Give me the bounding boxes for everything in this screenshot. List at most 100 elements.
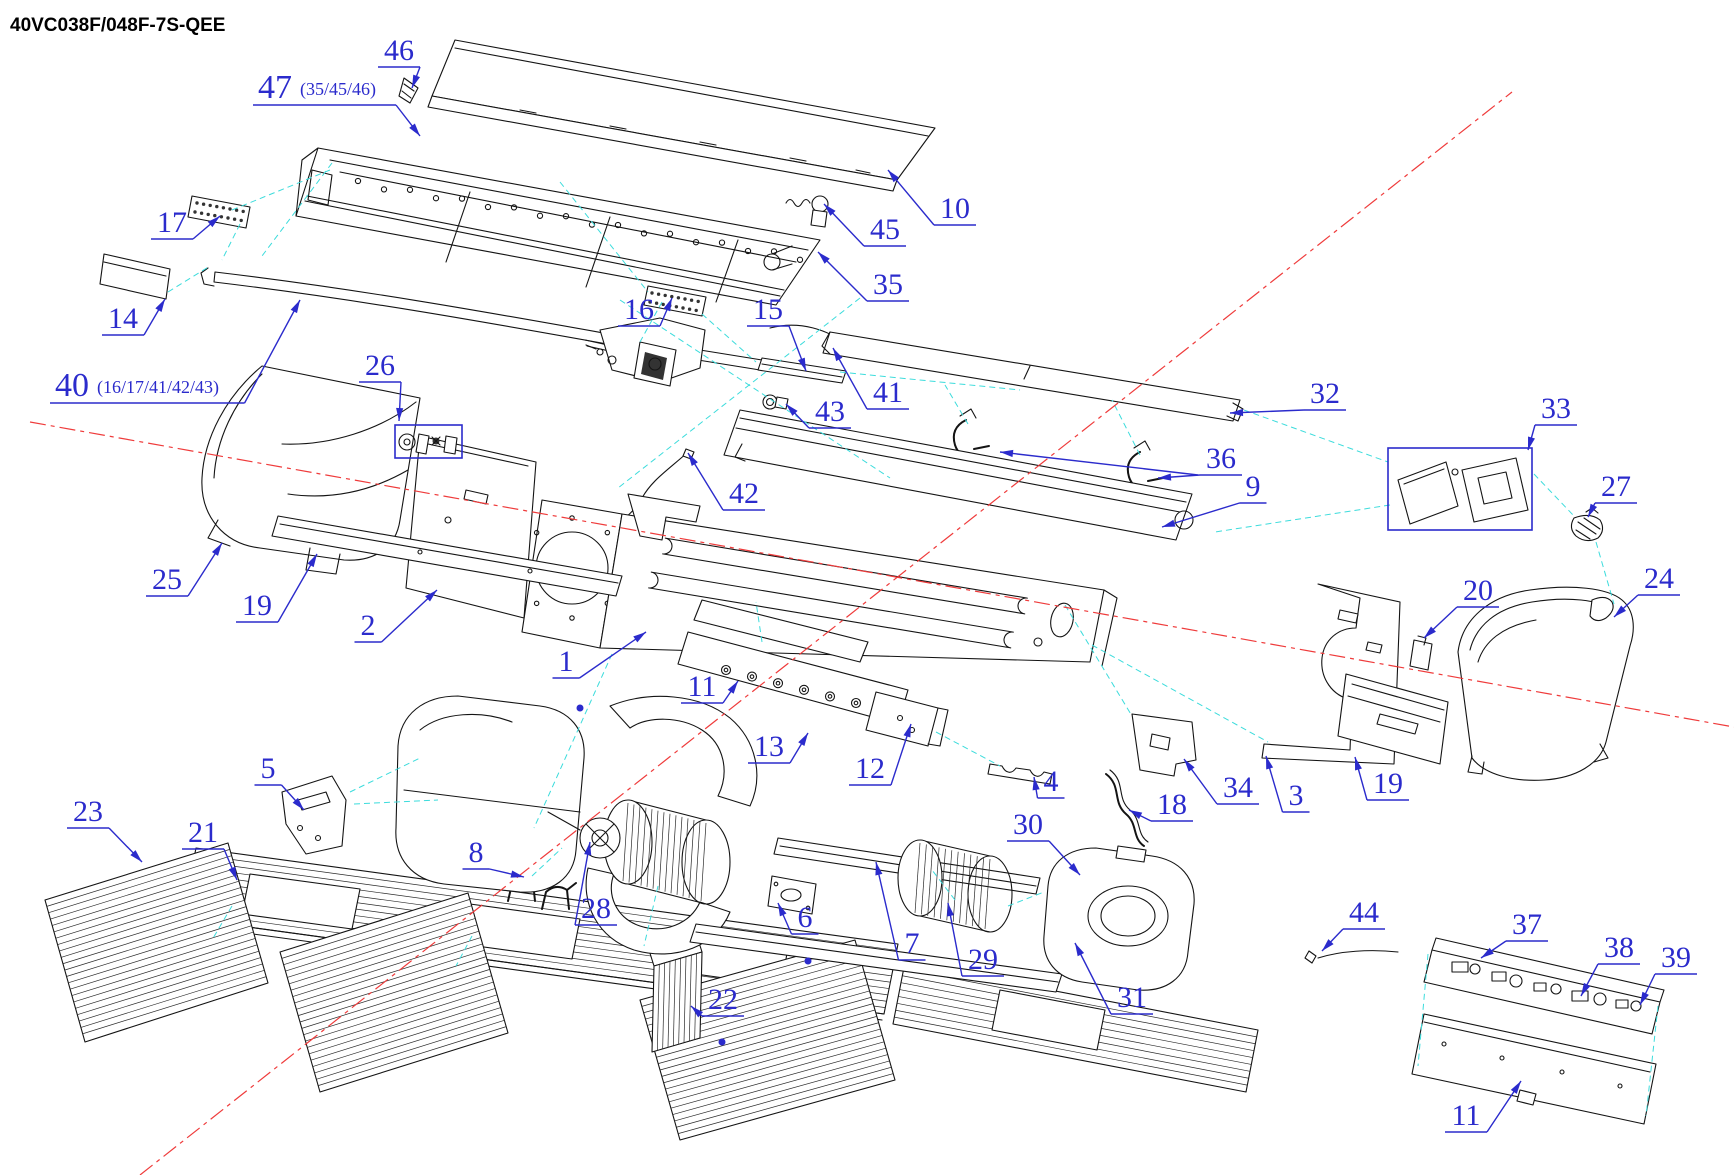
blower-housing-30-art — [1043, 845, 1195, 991]
callout-2: 2 — [354, 589, 438, 643]
inlet-grille-right-art — [892, 961, 1259, 1093]
svg-text:19: 19 — [1373, 767, 1403, 800]
svg-text:28: 28 — [581, 892, 611, 925]
callout-20: 20 — [1423, 574, 1499, 639]
clip-27-art — [1570, 507, 1604, 542]
callout-12: 12 — [849, 723, 912, 786]
cover-group-33-box — [1387, 447, 1533, 531]
heater-cover-11-art — [693, 599, 869, 663]
callout-43: 43 — [785, 395, 851, 429]
svg-text:23: 23 — [73, 795, 103, 828]
callout-29: 29 — [946, 902, 1004, 977]
svg-text:22: 22 — [708, 983, 738, 1016]
callout-19a: 19 — [236, 553, 318, 623]
svg-text:36: 36 — [1206, 442, 1236, 475]
callout-11b: 11 — [1445, 1080, 1522, 1133]
rail-19-right-art — [1337, 673, 1449, 765]
motor-plate-6-art — [767, 875, 817, 915]
callout-42: 42 — [687, 452, 765, 511]
centerlines — [29, 91, 1734, 1175]
callout-25: 25 — [146, 542, 223, 597]
svg-text:15: 15 — [753, 293, 783, 326]
clip-4-art — [987, 763, 1053, 785]
svg-text:40: 40 — [55, 367, 89, 404]
callout-15: 15 — [747, 293, 807, 372]
bracket-5-art — [281, 775, 347, 855]
support-channel-art — [689, 923, 1063, 993]
svg-text:45: 45 — [870, 213, 900, 246]
diagram-title: 40VC038F/048F-7S-QEE — [10, 15, 225, 36]
callout-21: 21 — [182, 816, 238, 881]
svg-text:12: 12 — [855, 752, 885, 785]
svg-text:1: 1 — [559, 645, 574, 678]
svg-text:13: 13 — [754, 730, 784, 763]
svg-text:17: 17 — [157, 206, 187, 239]
callout-6: 6 — [777, 901, 819, 935]
svg-text:8: 8 — [469, 836, 484, 869]
svg-text:42: 42 — [729, 477, 759, 510]
callout-27: 27 — [1587, 470, 1637, 518]
assembly-guide-lines — [167, 162, 1659, 1117]
svg-text:(16/17/41/42/43): (16/17/41/42/43) — [97, 377, 219, 398]
callout-36: 36 — [1157, 442, 1242, 481]
rail-19-left-art — [271, 515, 623, 597]
svg-text:39: 39 — [1661, 941, 1691, 974]
plate-14-art — [99, 253, 171, 300]
grille-strip-17-art — [187, 195, 251, 229]
callout-38: 38 — [1580, 931, 1640, 997]
svg-text:34: 34 — [1223, 771, 1253, 804]
svg-text:2: 2 — [361, 609, 376, 642]
svg-text:27: 27 — [1601, 470, 1631, 503]
top-cover-art — [427, 39, 936, 192]
stray-dot — [718, 1038, 726, 1046]
callout-14: 14 — [102, 298, 166, 336]
callout-40: 40 (16/17/41/42/43) — [50, 299, 301, 404]
svg-text:30: 30 — [1013, 808, 1043, 841]
callout-11a: 11 — [681, 670, 739, 704]
callout-32: 32 — [1229, 377, 1346, 417]
vane-9-art — [723, 409, 1194, 541]
bracket-34-art — [1131, 713, 1197, 777]
damper-actuator-art — [785, 195, 829, 228]
callout-31: 31 — [1074, 942, 1153, 1015]
callout-1: 1 — [552, 631, 647, 679]
svg-text:41: 41 — [873, 376, 903, 409]
callout-23: 23 — [67, 795, 143, 863]
callout-37: 37 — [1480, 908, 1548, 959]
callout-7: 7 — [875, 861, 926, 961]
callout-3: 3 — [1265, 755, 1310, 813]
svg-text:(35/45/46): (35/45/46) — [300, 79, 376, 100]
svg-text:44: 44 — [1349, 896, 1379, 929]
callout-33: 33 — [1527, 392, 1577, 451]
callout-41: 41 — [832, 347, 909, 410]
vane-15-art — [757, 357, 847, 384]
stray-dot — [804, 957, 812, 965]
callout-17: 17 — [151, 206, 221, 240]
svg-text:4: 4 — [1044, 765, 1059, 798]
damper-motor-assembly-art — [584, 317, 706, 387]
callout-35: 35 — [817, 251, 909, 302]
callout-26: 26 — [359, 349, 404, 422]
svg-text:10: 10 — [940, 192, 970, 225]
callout-28: 28 — [574, 841, 617, 926]
filter-23-art — [44, 842, 896, 1141]
hardware-group-26-contents-art — [398, 433, 458, 455]
svg-text:16: 16 — [624, 293, 654, 326]
svg-text:18: 18 — [1157, 788, 1187, 821]
callout-extra-leader — [999, 449, 1199, 476]
svg-text:19: 19 — [242, 589, 272, 622]
svg-text:29: 29 — [968, 943, 998, 976]
svg-text:5: 5 — [261, 752, 276, 785]
svg-text:37: 37 — [1512, 908, 1542, 941]
callout-5: 5 — [254, 752, 305, 811]
svg-text:26: 26 — [365, 349, 395, 382]
svg-text:31: 31 — [1117, 981, 1147, 1014]
callout-9: 9 — [1161, 470, 1267, 528]
callout-47: 47(35/45/46) — [253, 69, 421, 137]
seal-18-art — [1105, 769, 1149, 847]
svg-text:21: 21 — [188, 816, 218, 849]
callout-8: 8 — [462, 836, 525, 878]
svg-text:24: 24 — [1644, 562, 1674, 595]
